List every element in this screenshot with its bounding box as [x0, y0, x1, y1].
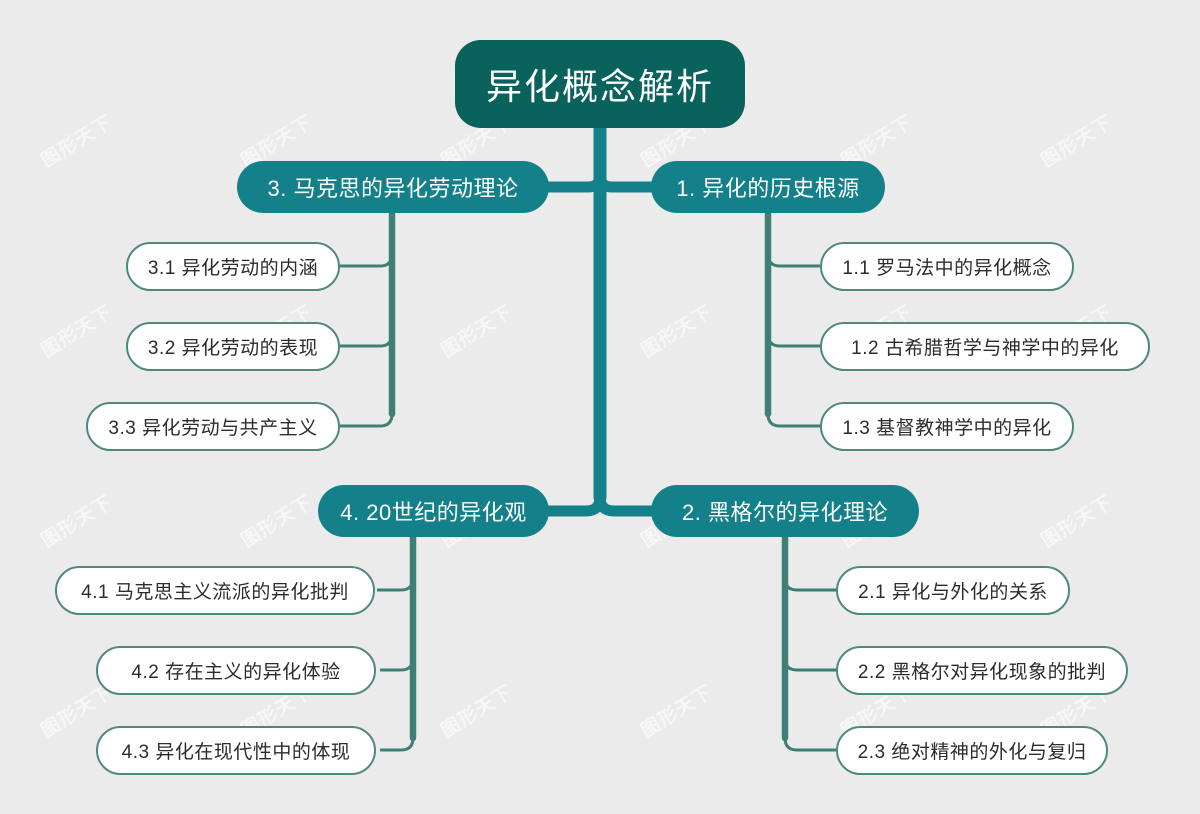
edge-branch-2-child-3	[783, 737, 838, 752]
watermark-text: 图形天下	[37, 300, 117, 363]
watermark-text: 图形天下	[637, 300, 717, 363]
edge-branch-3-child-1	[338, 253, 394, 268]
leaf-node-4-1[interactable]: 4.1 马克思主义流派的异化批判	[55, 566, 375, 615]
branch-node-4-label: 4. 20世纪的异化观	[340, 500, 527, 525]
watermark-text: 图形天下	[1037, 490, 1117, 553]
leaf-node-1-2-label: 1.2 古希腊哲学与神学中的异化	[851, 338, 1119, 359]
watermark-text: 图形天下	[437, 680, 517, 743]
branch-node-1[interactable]: 1. 异化的历史根源	[651, 161, 885, 213]
leaf-node-3-1-label: 3.1 异化劳动的内涵	[147, 258, 319, 279]
watermark-text: 图形天下	[37, 110, 117, 173]
edge-branch-1-child-1	[766, 253, 822, 268]
edge-branch-2-child-1	[783, 577, 838, 592]
edge-branch-1-child-3	[766, 413, 822, 428]
leaf-node-4-3-label: 4.3 异化在现代性中的体现	[121, 742, 351, 763]
leaf-node-4-2-label: 4.2 存在主义的异化体验	[131, 662, 341, 683]
branch-node-3[interactable]: 3. 马克思的异化劳动理论	[237, 161, 549, 213]
watermark-text: 图形天下	[237, 490, 317, 553]
leaf-node-1-1[interactable]: 1.1 罗马法中的异化概念	[820, 242, 1074, 291]
watermark-text: 图形天下	[637, 680, 717, 743]
branch-node-2[interactable]: 2. 黑格尔的异化理论	[651, 485, 919, 537]
leaf-node-1-1-label: 1.1 罗马法中的异化概念	[842, 258, 1052, 279]
leaf-node-4-1-label: 4.1 马克思主义流派的异化批判	[81, 582, 349, 603]
leaf-node-2-2[interactable]: 2.2 黑格尔对异化现象的批判	[836, 646, 1128, 695]
leaf-node-4-2[interactable]: 4.2 存在主义的异化体验	[96, 646, 376, 695]
watermark-text: 图形天下	[437, 300, 517, 363]
branch-node-1-label: 1. 异化的历史根源	[676, 176, 860, 201]
leaf-node-3-3-label: 3.3 异化劳动与共产主义	[108, 418, 318, 439]
edge-branch-3-child-3	[338, 413, 394, 428]
leaf-node-2-1[interactable]: 2.1 异化与外化的关系	[836, 566, 1070, 615]
edge-branch-1-child-2	[766, 333, 822, 348]
leaf-node-1-3-label: 1.3 基督教神学中的异化	[842, 418, 1052, 439]
edge-root-to-branch-3	[539, 169, 606, 193]
leaf-node-3-1[interactable]: 3.1 异化劳动的内涵	[126, 242, 340, 291]
edge-root-to-branch-4	[539, 491, 606, 517]
watermark-text: 图形天下	[1037, 110, 1117, 173]
leaf-node-2-3-label: 2.3 绝对精神的外化与复归	[857, 742, 1087, 763]
branch-node-4[interactable]: 4. 20世纪的异化观	[318, 485, 549, 537]
branch-node-3-label: 3. 马克思的异化劳动理论	[267, 176, 519, 201]
leaf-node-1-2[interactable]: 1.2 古希腊哲学与神学中的异化	[820, 322, 1150, 371]
leaf-node-3-3[interactable]: 3.3 异化劳动与共产主义	[86, 402, 340, 451]
leaf-node-2-3[interactable]: 2.3 绝对精神的外化与复归	[836, 726, 1108, 775]
edge-branch-4-child-3	[380, 737, 415, 752]
leaf-node-2-1-label: 2.1 异化与外化的关系	[858, 582, 1048, 603]
leaf-node-3-2[interactable]: 3.2 异化劳动的表现	[126, 322, 340, 371]
watermark-text: 图形天下	[37, 490, 117, 553]
leaf-node-3-2-label: 3.2 异化劳动的表现	[147, 338, 319, 359]
edge-branch-2-child-2	[783, 657, 838, 672]
edge-branch-3-child-2	[338, 333, 394, 348]
leaf-node-2-2-label: 2.2 黑格尔对异化现象的批判	[857, 662, 1107, 683]
edge-branch-4-child-1	[377, 577, 415, 592]
root-node[interactable]: 异化概念解析	[455, 40, 745, 128]
leaf-node-4-3[interactable]: 4.3 异化在现代性中的体现	[96, 726, 376, 775]
root-node-label: 异化概念解析	[485, 66, 714, 107]
edge-root-to-branch-1	[594, 169, 661, 193]
edge-branch-4-child-2	[380, 657, 415, 672]
branch-node-2-label: 2. 黑格尔的异化理论	[682, 500, 888, 525]
edge-root-to-branch-2	[594, 491, 661, 517]
leaf-node-1-3[interactable]: 1.3 基督教神学中的异化	[820, 402, 1074, 451]
